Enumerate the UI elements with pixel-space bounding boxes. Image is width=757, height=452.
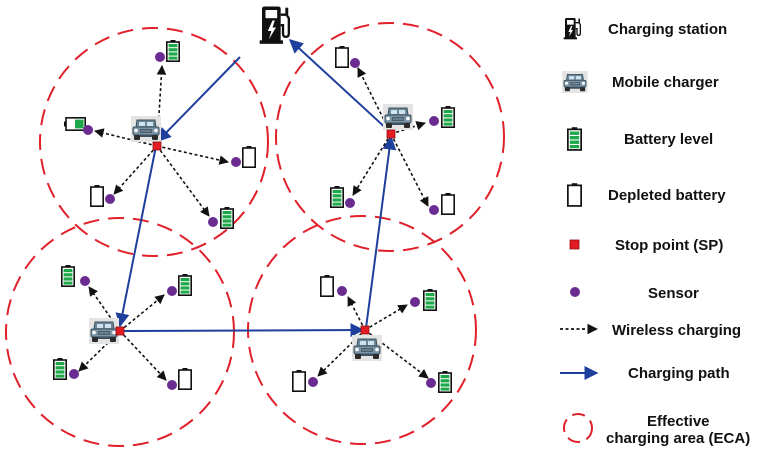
battery-full-icon [53,358,67,380]
legend-label: Effective [647,413,710,430]
wireless-link [119,330,167,381]
battery-full-icon [438,371,452,393]
mobile-charger-icon [383,104,413,130]
charging-path [115,39,397,338]
legend-label: Depleted battery [608,187,726,204]
battery-empty-icon [242,146,256,168]
wireless-charging-links [78,65,429,381]
battery-empty-icon [441,193,455,215]
legend-item-mobile-charger: Mobile charger [562,71,719,93]
battery-empty-icon [335,46,349,68]
battery-full-icon [567,127,582,151]
wireless-link [352,133,392,196]
battery-full-icon [166,40,180,62]
path-segment [119,323,365,338]
sensor-node [337,286,347,296]
sensor-node [83,125,93,135]
sensor-node [426,378,436,388]
wireless-link [347,296,366,331]
wireless-link [88,286,121,332]
sensor-node [80,276,90,286]
battery-full-icon [423,289,437,311]
legend-item-wireless-charging: Wireless charging [560,322,741,339]
stop-points [115,129,396,336]
stop-point-marker [360,325,370,335]
sensor-node [105,194,115,204]
path-segment [365,135,397,329]
mobile-charger-icon [352,335,382,361]
legend-item-charging-station: Charging station [563,17,727,40]
eca-circle-bottom-left [5,217,235,447]
legend-item-stop-point: Stop point (SP) [569,237,723,254]
wireless-link [156,145,229,165]
legend-label: charging area (ECA) [606,430,750,447]
mobile-charger-icon [89,318,119,344]
battery-full-icon [61,265,75,287]
sensor-node [429,116,439,126]
path-segment [288,39,390,132]
wireless-link [119,294,165,332]
eca-circle-top-left [39,27,269,257]
sensor-node [410,297,420,307]
path-segment [115,145,157,328]
stop-point-marker [569,239,580,250]
legend: Charging station Mobile charger Battery … [560,17,750,447]
legend-item-charging-path: Charging path [560,365,730,382]
legend-item-battery-level: Battery level [567,127,713,151]
battery-empty-icon [90,185,104,207]
battery-empty-icon [292,370,306,392]
wireless-link [156,145,210,217]
legend-label: Wireless charging [612,322,741,339]
battery-empty-icon [178,368,192,390]
charging-station-icon [563,17,581,40]
eca-circle-top-right [275,22,505,252]
sensor-node [308,377,318,387]
sensor-node [570,287,580,297]
legend-item-sensor: Sensor [570,285,699,302]
battery-full-icon [178,274,192,296]
sensor-node [345,198,355,208]
wireless-link [78,330,121,372]
legend-label: Charging station [608,21,727,38]
sensor-node [208,217,218,227]
sensor-node [167,286,177,296]
sensor-node [429,205,439,215]
legend-label: Mobile charger [612,74,719,91]
legend-label: Sensor [648,285,699,302]
stop-point-marker [152,141,162,151]
battery-empty-icon [64,117,86,131]
sensor-node [69,369,79,379]
wireless-link [364,304,408,331]
legend-label: Stop point (SP) [615,237,723,254]
path-segment [157,56,241,143]
legend-item-eca: Effective charging area (ECA) [563,413,750,447]
charging-station-icon [258,5,291,45]
legend-label: Battery level [624,131,713,148]
battery-full-icon [441,106,455,128]
legend-item-depleted-battery: Depleted battery [567,183,726,207]
sensor-node [350,58,360,68]
battery-empty-icon [320,275,334,297]
stop-point-marker [115,326,125,336]
battery-full-icon [220,207,234,229]
stop-point-marker [386,129,396,139]
jeep-icon [562,71,588,93]
mobile-charger-icon [131,116,161,142]
sensor-node [155,52,165,62]
wireless-link [390,133,429,207]
eca-sample-circle [563,413,593,443]
battery-empty-icon [567,183,582,207]
battery-full-icon [330,186,344,208]
sensor-nodes [53,40,455,393]
legend-label: Charging path [628,365,730,382]
sensor-node [167,380,177,390]
sensor-node [231,157,241,167]
